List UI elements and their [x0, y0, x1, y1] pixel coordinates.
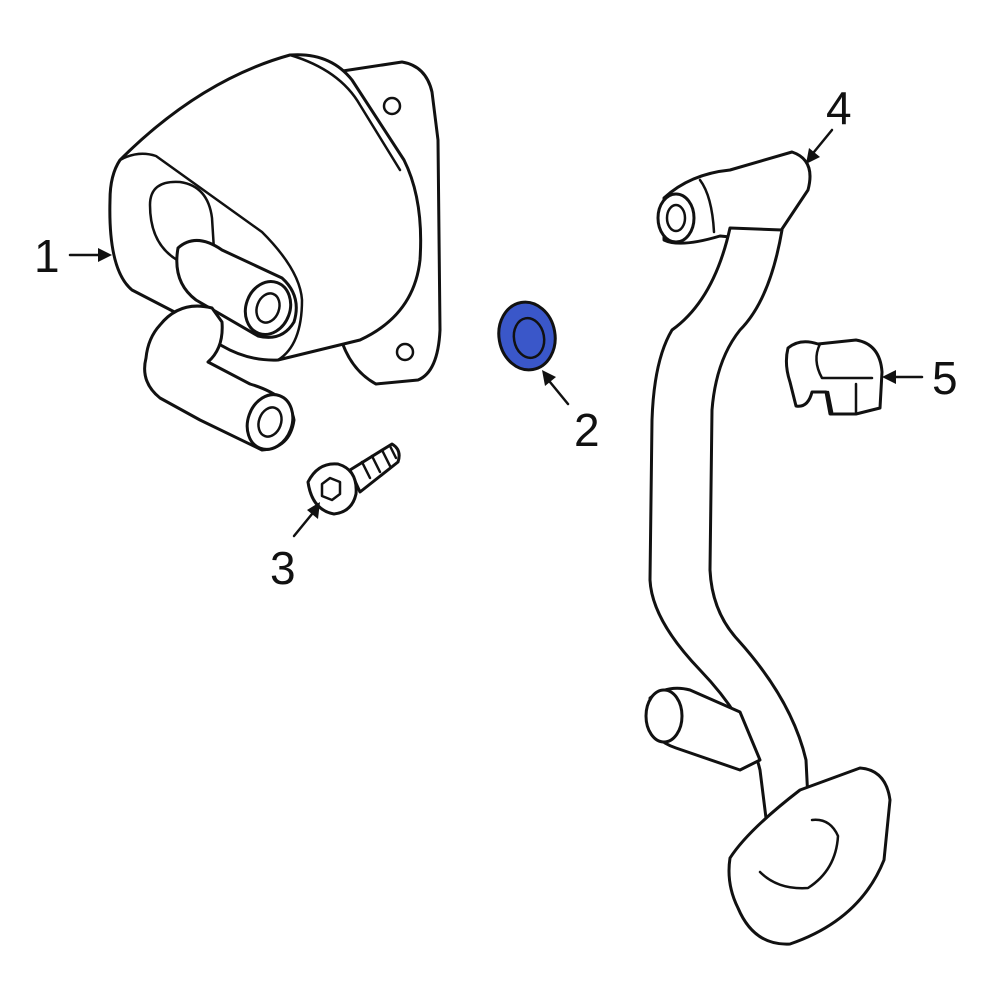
part-4-lower-fitting	[644, 688, 684, 744]
callout-3-number: 3	[270, 542, 296, 594]
part-4-top-fitting	[656, 192, 696, 244]
callout-5: 5	[882, 352, 958, 404]
part-4-pipe-top-end	[662, 150, 812, 245]
callout-1-arrowhead	[98, 248, 112, 262]
callout-3-arrowhead	[307, 502, 320, 519]
part-4-top-crease	[698, 178, 716, 234]
part-4-flange-collar	[758, 818, 840, 890]
part-3-bolt-shank	[348, 442, 401, 494]
callout-1-number: 1	[34, 230, 60, 282]
part-2-seal-ring	[497, 300, 557, 372]
part-4-oil-pipe	[644, 150, 892, 946]
callout-2-leader	[548, 380, 570, 406]
callout-5-arrowhead	[882, 370, 896, 384]
part-5-clip	[784, 338, 884, 416]
part-2-ring-inner	[512, 316, 546, 360]
callout-2: 2	[542, 370, 600, 456]
part-1-flange-hole-bottom	[395, 342, 415, 362]
callout-4-leader	[812, 128, 834, 154]
part-3-bolt	[306, 442, 401, 516]
part-1-upper-pipe-end	[243, 280, 293, 336]
part-5-clip-legs	[826, 382, 858, 414]
callout-1: 1	[34, 230, 112, 282]
callout-2-number: 2	[574, 404, 600, 456]
part-5-clip-opening	[815, 342, 874, 380]
part-1-flange-hole-top	[382, 96, 402, 116]
part-1-upper-pipe-bore	[255, 292, 281, 324]
part-4-top-fitting-bore	[665, 203, 687, 233]
callout-4-arrowhead	[806, 148, 820, 164]
callout-4: 4	[806, 82, 852, 164]
part-3-hex-socket	[320, 476, 342, 502]
callout-3-leader	[292, 512, 314, 538]
part-1-lower-pipe-bore	[257, 406, 283, 438]
part-3-bolt-head	[306, 462, 358, 516]
part-3-bolt-threads	[360, 444, 398, 480]
callout-2-arrowhead	[542, 370, 556, 386]
part-4-pipe-main-run	[648, 226, 822, 886]
part-1-lower-pipe-end	[245, 393, 295, 451]
part-1-front-face	[118, 152, 304, 362]
callout-4-number: 4	[826, 82, 852, 134]
part-1-top-edge	[288, 53, 402, 172]
callout-5-number: 5	[932, 352, 958, 404]
callout-3: 3	[270, 502, 320, 594]
part-1-oil-cooler	[108, 53, 442, 452]
part-4-bottom-flange	[727, 766, 892, 946]
